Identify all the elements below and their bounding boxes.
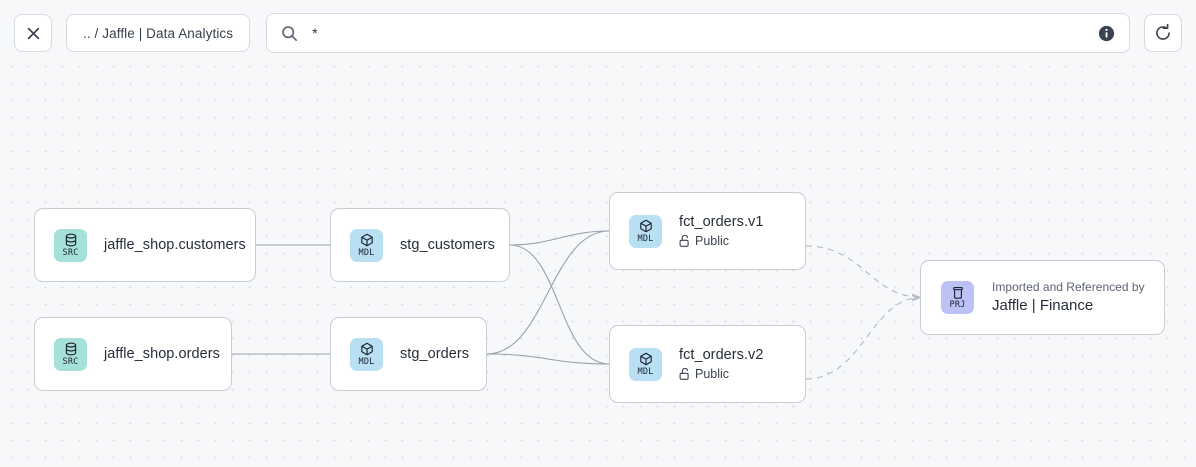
breadcrumb-label: .. / Jaffle | Data Analytics (83, 25, 234, 41)
badge-label: MDL (358, 247, 375, 258)
badge-label: PRJ (949, 300, 966, 310)
model-badge: MDL (350, 337, 383, 371)
node-title: Jaffle | Finance (992, 297, 1094, 314)
breadcrumb-button[interactable]: .. / Jaffle | Data Analytics (66, 14, 251, 52)
node-fct-orders-v2[interactable]: MDL fct_orders.v2 Public (609, 325, 806, 403)
cube-icon (360, 342, 374, 357)
badge-label: MDL (637, 366, 654, 377)
node-title: jaffle_shop.orders (104, 345, 220, 362)
node-jaffle-finance-project[interactable]: PRJ Imported and Referenced by Jaffle | … (920, 260, 1165, 335)
node-fct-orders-v1[interactable]: MDL fct_orders.v1 Public (609, 192, 806, 270)
source-badge: SRC (54, 337, 87, 371)
badge-label: MDL (358, 356, 375, 367)
node-title: fct_orders.v2 (679, 346, 764, 363)
search-icon (281, 25, 298, 42)
model-badge: MDL (629, 347, 662, 381)
node-jaffle-shop-customers[interactable]: SRC jaffle_shop.customers (34, 208, 256, 282)
unlock-icon (679, 235, 690, 247)
model-badge: MDL (629, 214, 662, 248)
database-icon (64, 342, 78, 357)
node-title: stg_customers (400, 236, 495, 253)
node-body: stg_customers (400, 236, 495, 255)
badge-label: SRC (62, 247, 79, 258)
cube-icon (639, 352, 653, 367)
close-button[interactable] (14, 14, 52, 52)
cube-icon (639, 219, 653, 234)
node-title: jaffle_shop.customers (104, 236, 246, 253)
project-badge: PRJ (941, 281, 974, 314)
model-badge: MDL (350, 228, 383, 262)
node-stg-orders[interactable]: MDL stg_orders (330, 317, 487, 391)
source-badge: SRC (54, 228, 87, 262)
cube-icon (360, 233, 374, 248)
node-title: stg_orders (400, 345, 470, 362)
node-body: jaffle_shop.customers (104, 236, 246, 255)
node-overline: Imported and Referenced by (992, 280, 1145, 294)
info-icon[interactable] (1098, 25, 1115, 42)
node-access: Public (679, 233, 763, 250)
search-value[interactable]: * (312, 25, 318, 41)
toolbar: .. / Jaffle | Data Analytics * (0, 0, 1196, 66)
search-input[interactable]: * (266, 13, 1130, 53)
node-access-label: Public (695, 366, 730, 381)
node-body: jaffle_shop.orders (104, 345, 220, 364)
badge-label: MDL (637, 233, 654, 244)
database-icon (64, 233, 78, 248)
close-icon (27, 27, 39, 39)
node-body: fct_orders.v2 Public (679, 346, 763, 383)
node-stg-customers[interactable]: MDL stg_customers (330, 208, 510, 282)
node-body: Imported and Referenced by Jaffle | Fina… (992, 279, 1145, 316)
node-access: Public (679, 366, 763, 383)
unlock-icon (679, 368, 690, 380)
project-icon (951, 285, 965, 300)
node-access-label: Public (695, 233, 730, 248)
refresh-button[interactable] (1144, 14, 1182, 52)
node-title: fct_orders.v1 (679, 213, 764, 230)
node-body: stg_orders (400, 345, 469, 364)
node-body: fct_orders.v1 Public (679, 213, 763, 250)
node-jaffle-shop-orders[interactable]: SRC jaffle_shop.orders (34, 317, 232, 391)
refresh-icon (1156, 24, 1170, 40)
badge-label: SRC (62, 356, 79, 367)
